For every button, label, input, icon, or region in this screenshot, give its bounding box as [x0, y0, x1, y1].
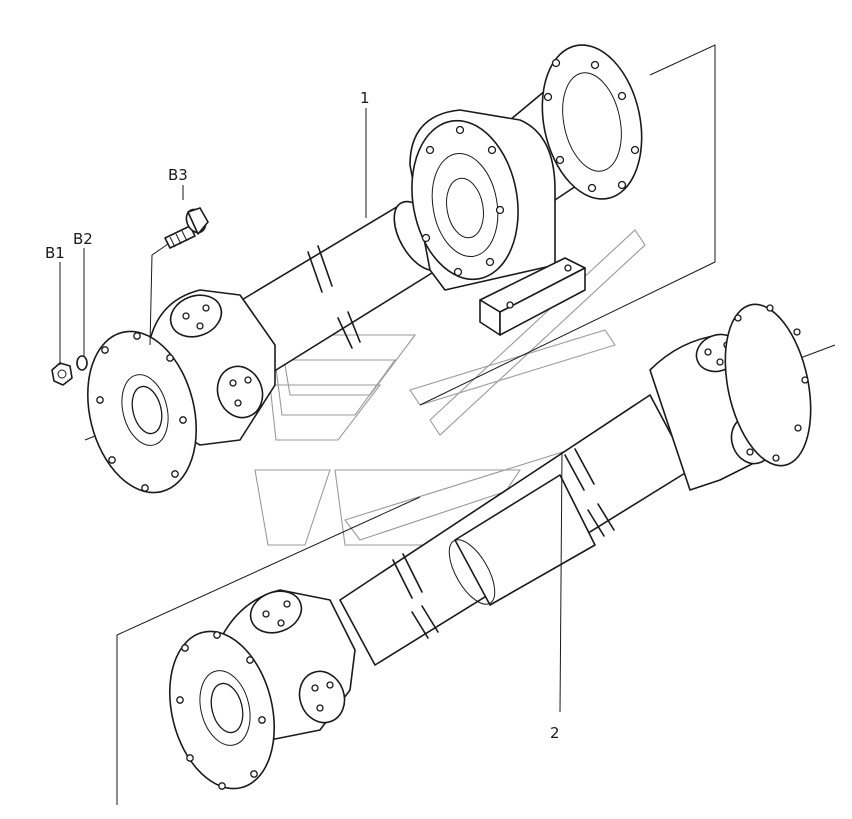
fastener-b2-washer: [76, 355, 88, 371]
front-flange-bolt-holes: [96, 332, 187, 492]
leader-lines: [59, 108, 563, 713]
right-flange-bolt-holes: [734, 304, 809, 462]
callout-b2: B2: [73, 230, 93, 248]
end-flange-bolt-holes: [543, 58, 640, 193]
callout-labels: 1 2 B1 B2 B3: [45, 89, 560, 742]
left-flange-bolt-holes: [176, 631, 266, 790]
callout-b1: B1: [45, 244, 65, 262]
fastener-b3-bolt: [164, 207, 209, 249]
callout-b3: B3: [168, 166, 188, 184]
part-1-drive-shaft-with-bearing: [86, 44, 643, 494]
bearing-bolt-holes: [421, 125, 505, 277]
part-2-drive-shaft: [168, 303, 812, 790]
fastener-b1-nut: [51, 362, 73, 386]
callout-part-2: 2: [550, 724, 560, 742]
callout-part-1: 1: [360, 89, 370, 107]
